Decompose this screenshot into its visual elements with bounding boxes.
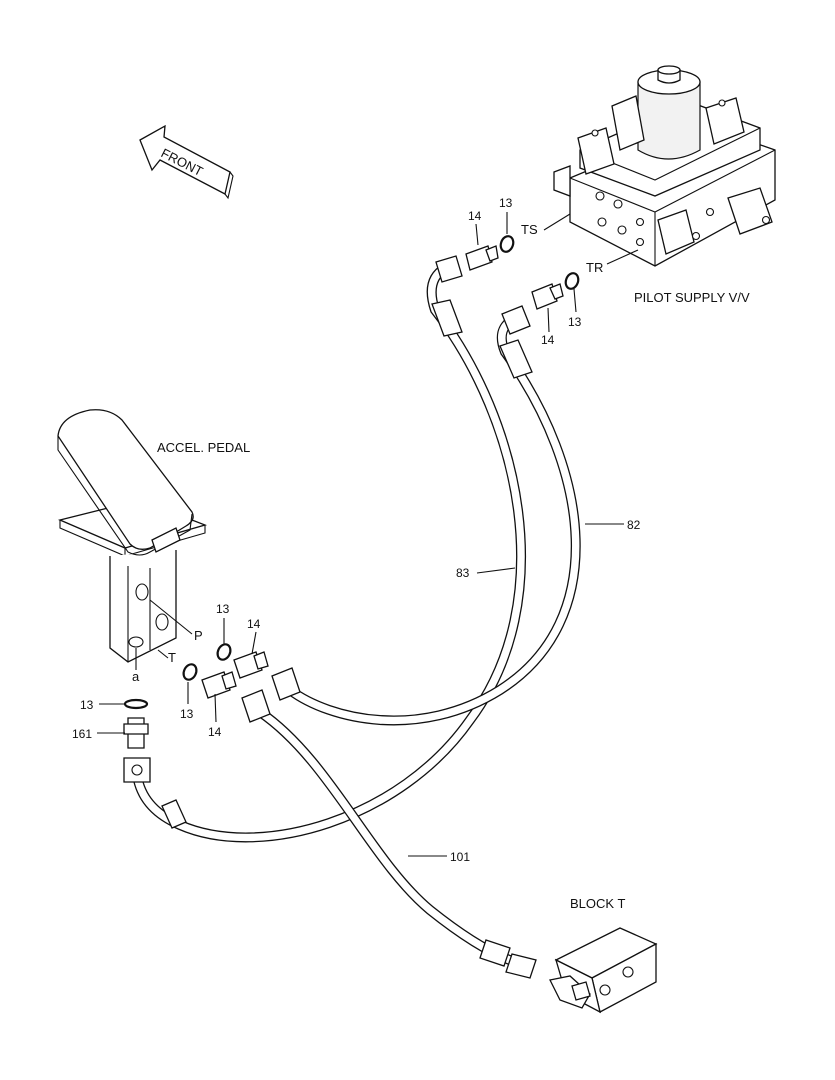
callout-13-tr: 13 [568, 315, 582, 329]
pilot-supply-valve [553, 65, 776, 267]
front-direction-arrow: FRONT [139, 124, 234, 200]
oring-tr [564, 272, 580, 290]
callout-13-p: 13 [216, 602, 230, 616]
pilot-supply-valve-label: PILOT SUPPLY V/V [634, 290, 750, 305]
adapter-161 [123, 717, 151, 783]
fitting-t [201, 671, 237, 699]
callout-13-ts: 13 [499, 196, 513, 210]
oring-ts [499, 235, 515, 253]
callout-13-a: 13 [80, 698, 94, 712]
fitting-p [233, 651, 269, 679]
callout-14-tr: 14 [541, 333, 555, 347]
callout-14-t: 14 [208, 725, 222, 739]
callout-13-t: 13 [180, 707, 194, 721]
port-a-label: a [132, 669, 140, 684]
callout-83: 83 [456, 566, 470, 580]
fitting-ts [465, 245, 499, 271]
callout-82: 82 [627, 518, 641, 532]
oring-t [182, 663, 198, 681]
port-t-label: T [168, 650, 176, 665]
callout-161: 161 [72, 727, 92, 741]
port-p-label: P [194, 628, 203, 643]
accel-pedal [57, 409, 208, 663]
hose-82 [271, 305, 581, 726]
accel-pedal-label: ACCEL. PEDAL [157, 440, 250, 455]
block-t [549, 927, 658, 1014]
oring-a [123, 698, 149, 710]
callout-14-ts: 14 [468, 209, 482, 223]
block-t-label: BLOCK T [570, 896, 625, 911]
oring-p [216, 643, 232, 661]
hose-101 [241, 689, 537, 979]
port-tr-label: TR [586, 260, 603, 275]
callout-101: 101 [450, 850, 470, 864]
fitting-tr [531, 283, 564, 310]
hose-83 [133, 255, 527, 843]
port-ts-label: TS [521, 222, 538, 237]
callout-14-p: 14 [247, 617, 261, 631]
